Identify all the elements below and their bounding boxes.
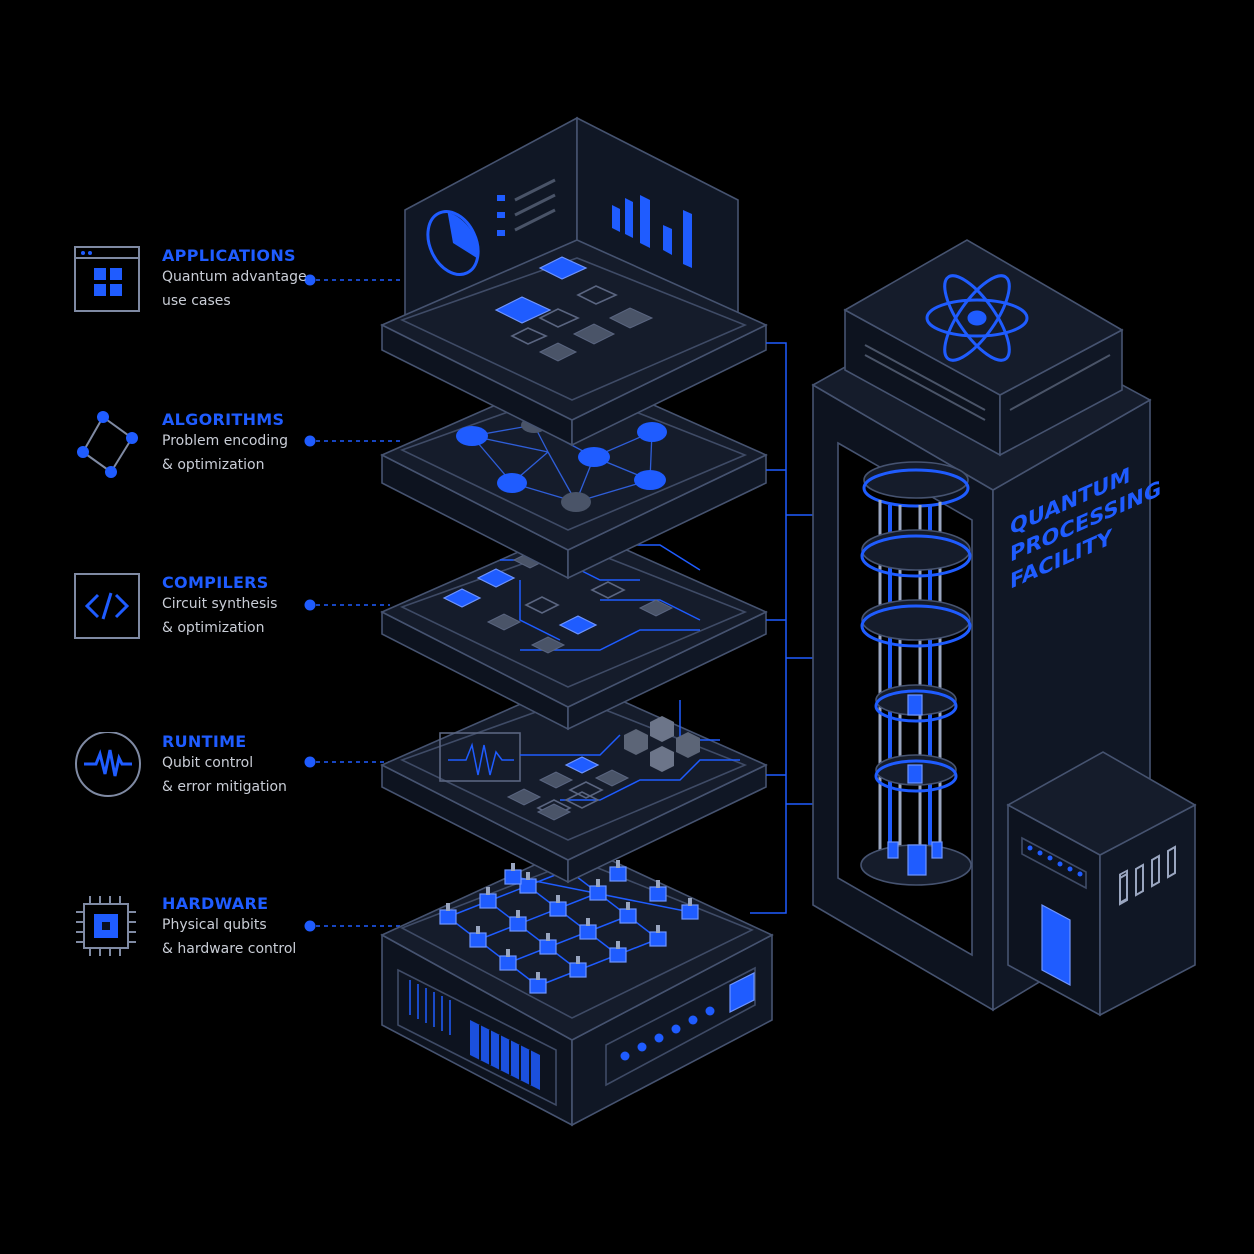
label-connectors [304, 274, 400, 932]
door [1041, 903, 1071, 987]
graph-nodes [456, 417, 667, 512]
code-brackets-icon [74, 573, 140, 639]
layer-subtitle-line2: use cases [162, 293, 231, 309]
atom-icon [925, 274, 1029, 362]
applications-layer-slab [380, 116, 768, 447]
layer-label-applications: APPLICATIONS Quantum advantage use cases [74, 246, 374, 316]
layer-subtitle-line2: & hardware control [162, 941, 297, 957]
layer-subtitle-line2: & optimization [162, 620, 265, 636]
chip-icon [76, 896, 136, 956]
layer-label-runtime: RUNTIME Qubit control & error mitigation [74, 732, 374, 802]
layer-title: RUNTIME [162, 732, 247, 751]
algorithms-layer-slab [380, 369, 768, 580]
pie-chart-icon [426, 210, 480, 276]
runtime-cubes [624, 716, 700, 772]
hardware-layer-block [380, 844, 774, 1127]
layer-title: ALGORITHMS [162, 410, 285, 429]
layer-label-hardware: HARDWARE Physical qubits & hardware cont… [74, 894, 374, 964]
qubit-array [439, 856, 699, 994]
layer-label-compilers: COMPILERS Circuit synthesis & optimizati… [74, 573, 374, 643]
layer-subtitle-line2: & error mitigation [162, 779, 287, 795]
layer-subtitle-line1: Qubit control [162, 755, 254, 771]
layer-label-algorithms: ALGORITHMS Problem encoding & optimizati… [74, 410, 374, 480]
layer-title: HARDWARE [162, 894, 269, 913]
layer-subtitle-line1: Circuit synthesis [162, 596, 278, 612]
layer-subtitle-line1: Physical qubits [162, 917, 267, 933]
layer-title: COMPILERS [162, 573, 269, 592]
bar-chart-icon [612, 195, 692, 268]
layer-title: APPLICATIONS [162, 246, 296, 265]
quantum-facility-tower [811, 239, 1152, 1012]
control-building [1006, 751, 1197, 1017]
layer-subtitle-line2: & optimization [162, 457, 265, 473]
waveform-icon [75, 732, 141, 797]
layer-subtitle-line1: Problem encoding [162, 433, 288, 449]
compilers-layer-slab [380, 526, 768, 731]
graph-nodes-icon [77, 411, 138, 478]
layer-subtitle-line1: Quantum advantage [162, 269, 307, 285]
app-window-icon [74, 246, 140, 312]
runtime-layer-slab [380, 679, 768, 884]
dilution-refrigerator [860, 461, 972, 886]
